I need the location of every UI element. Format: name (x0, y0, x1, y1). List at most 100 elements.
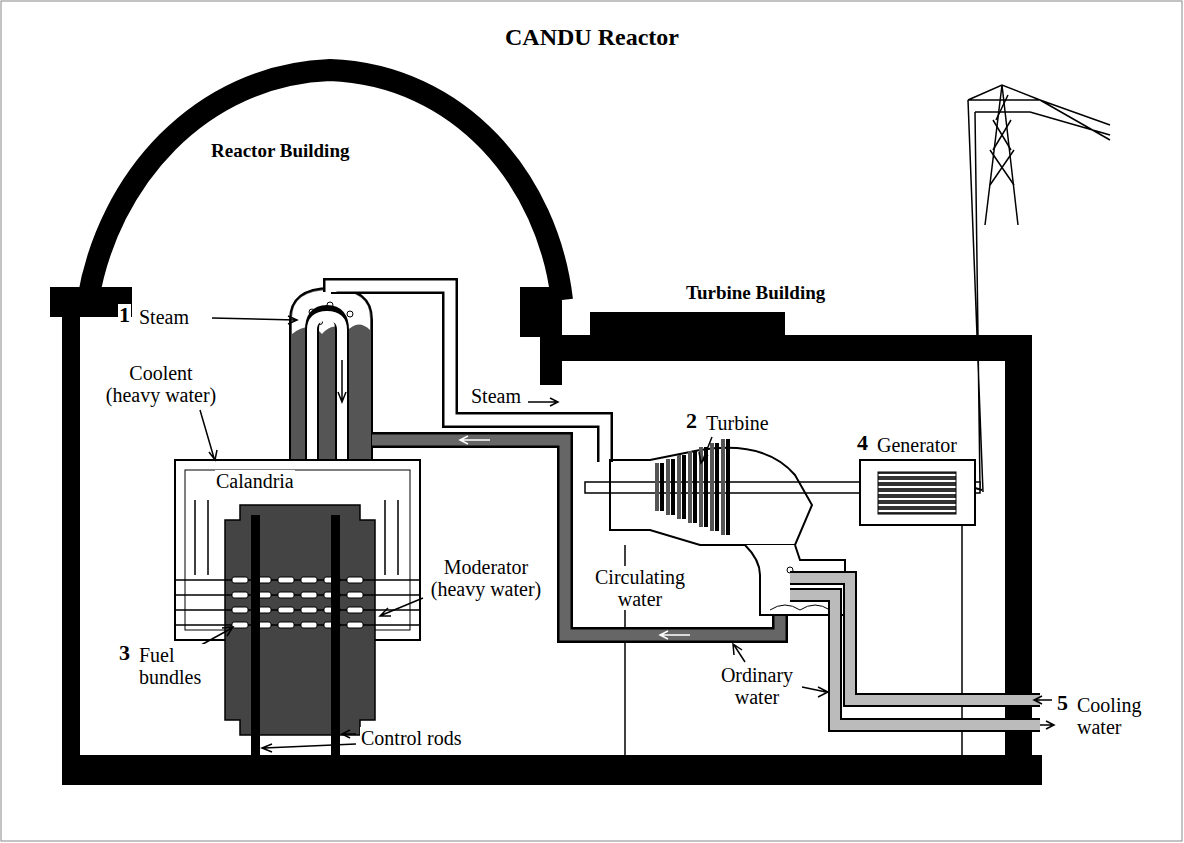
fuel-bundle (301, 577, 317, 583)
part-name: Moderator (heavy water) (425, 556, 547, 600)
transmission-tower (968, 100, 983, 492)
control-rod (251, 515, 260, 757)
flow-label: Cooling water (1076, 694, 1156, 738)
fuel-bundle (278, 592, 294, 598)
fuel-bundle (278, 622, 294, 628)
part-name: Control rods (360, 727, 463, 749)
cooling-water-pipe (790, 595, 1040, 725)
fuel-bundle (232, 592, 248, 598)
generator (860, 460, 982, 525)
callout-number: 5 (1056, 692, 1069, 714)
steam-generator (347, 311, 353, 317)
fuel-bundle (347, 577, 363, 583)
circulating-water-pipe (460, 436, 490, 444)
fuel-bundle (347, 622, 363, 628)
reactor-building (88, 70, 562, 300)
callout-number: 3 (118, 642, 131, 664)
turbine-blade (655, 463, 659, 511)
steam-generator (338, 360, 346, 402)
transmission-tower (968, 85, 1040, 112)
callout-number: 2 (685, 410, 698, 432)
fuel-bundle (232, 577, 248, 583)
turbine-blade (693, 451, 697, 523)
part-name: Coolent (heavy water) (100, 362, 222, 406)
turbine-blade (660, 463, 664, 511)
generator (975, 488, 982, 490)
turbine-blade (710, 443, 714, 531)
cooling-water-pipe (790, 595, 1040, 725)
circulating-water-pipe (660, 631, 690, 639)
part-name: Calandria (215, 470, 295, 492)
steam-pipe (528, 398, 558, 406)
turbine-blade (671, 459, 675, 515)
leader-line (699, 437, 712, 463)
turbine-building (540, 335, 1032, 361)
leader-line (733, 644, 745, 662)
leader-line (380, 598, 423, 616)
fuel-bundle (347, 592, 363, 598)
callout-number: 4 (856, 432, 869, 454)
control-rod (331, 515, 340, 757)
fuel-bundle (301, 592, 317, 598)
turbine-building (62, 312, 1042, 785)
building-name: Reactor Building (210, 140, 350, 162)
transmission-tower (1030, 100, 1110, 140)
turbine-blade (688, 451, 692, 523)
fuel-bundle (278, 607, 294, 613)
fuel-bundle (232, 607, 248, 613)
turbine-blade (682, 455, 686, 519)
flow-label: Ordinary water (712, 664, 802, 708)
transmission-tower (990, 95, 1014, 185)
turbine-blade (715, 443, 719, 531)
part-name: Generator (876, 434, 958, 456)
fuel-bundle (278, 577, 294, 583)
leader-line (262, 744, 356, 752)
transmission-tower (985, 85, 1018, 225)
fuel-bundle (301, 607, 317, 613)
part-name: Steam (138, 306, 190, 328)
steam-generator (312, 316, 342, 466)
leader-line (212, 316, 297, 324)
generator (860, 460, 975, 525)
part-name: Fuel bundles (138, 644, 218, 688)
control-rod (251, 515, 340, 757)
flow-label: Circulating water (588, 566, 692, 610)
leader-line (192, 316, 828, 752)
turbine-building (62, 755, 1042, 785)
fuel-bundle (347, 607, 363, 613)
turbine-blade (655, 439, 730, 535)
condenser (770, 605, 830, 610)
calandria (225, 505, 375, 735)
leader-line (342, 730, 356, 738)
diagram-title: CANDU Reactor (504, 26, 680, 48)
calandria (175, 460, 420, 735)
transmission-tower (968, 85, 1110, 492)
building-name: Turbine Building (685, 282, 826, 304)
cooling-water-pipe (1040, 721, 1054, 729)
leader-line (802, 687, 828, 697)
part-name: Turbine (705, 412, 770, 434)
cooling-water-pipe (1034, 696, 1052, 704)
cooling-water-pipe (790, 578, 1054, 729)
turbine-blade (721, 439, 725, 535)
steam-generator (312, 312, 342, 466)
reactor-building (520, 287, 562, 337)
reactor-building (62, 287, 80, 765)
callout-number: 1 (118, 304, 131, 326)
generator (878, 472, 956, 514)
turbine-blade (666, 459, 670, 515)
flow-label: Steam (470, 385, 522, 407)
turbine-blade (677, 455, 681, 519)
turbine-blade (726, 439, 730, 535)
leader-line (200, 410, 217, 460)
fuel-bundle (301, 622, 317, 628)
circulating-water-pipe (372, 436, 780, 639)
fuel-bundle (232, 622, 248, 628)
circulating-water-pipe (372, 440, 780, 635)
turbine-building (590, 312, 785, 338)
circulating-water-pipe (372, 440, 780, 635)
calandria (175, 580, 420, 625)
